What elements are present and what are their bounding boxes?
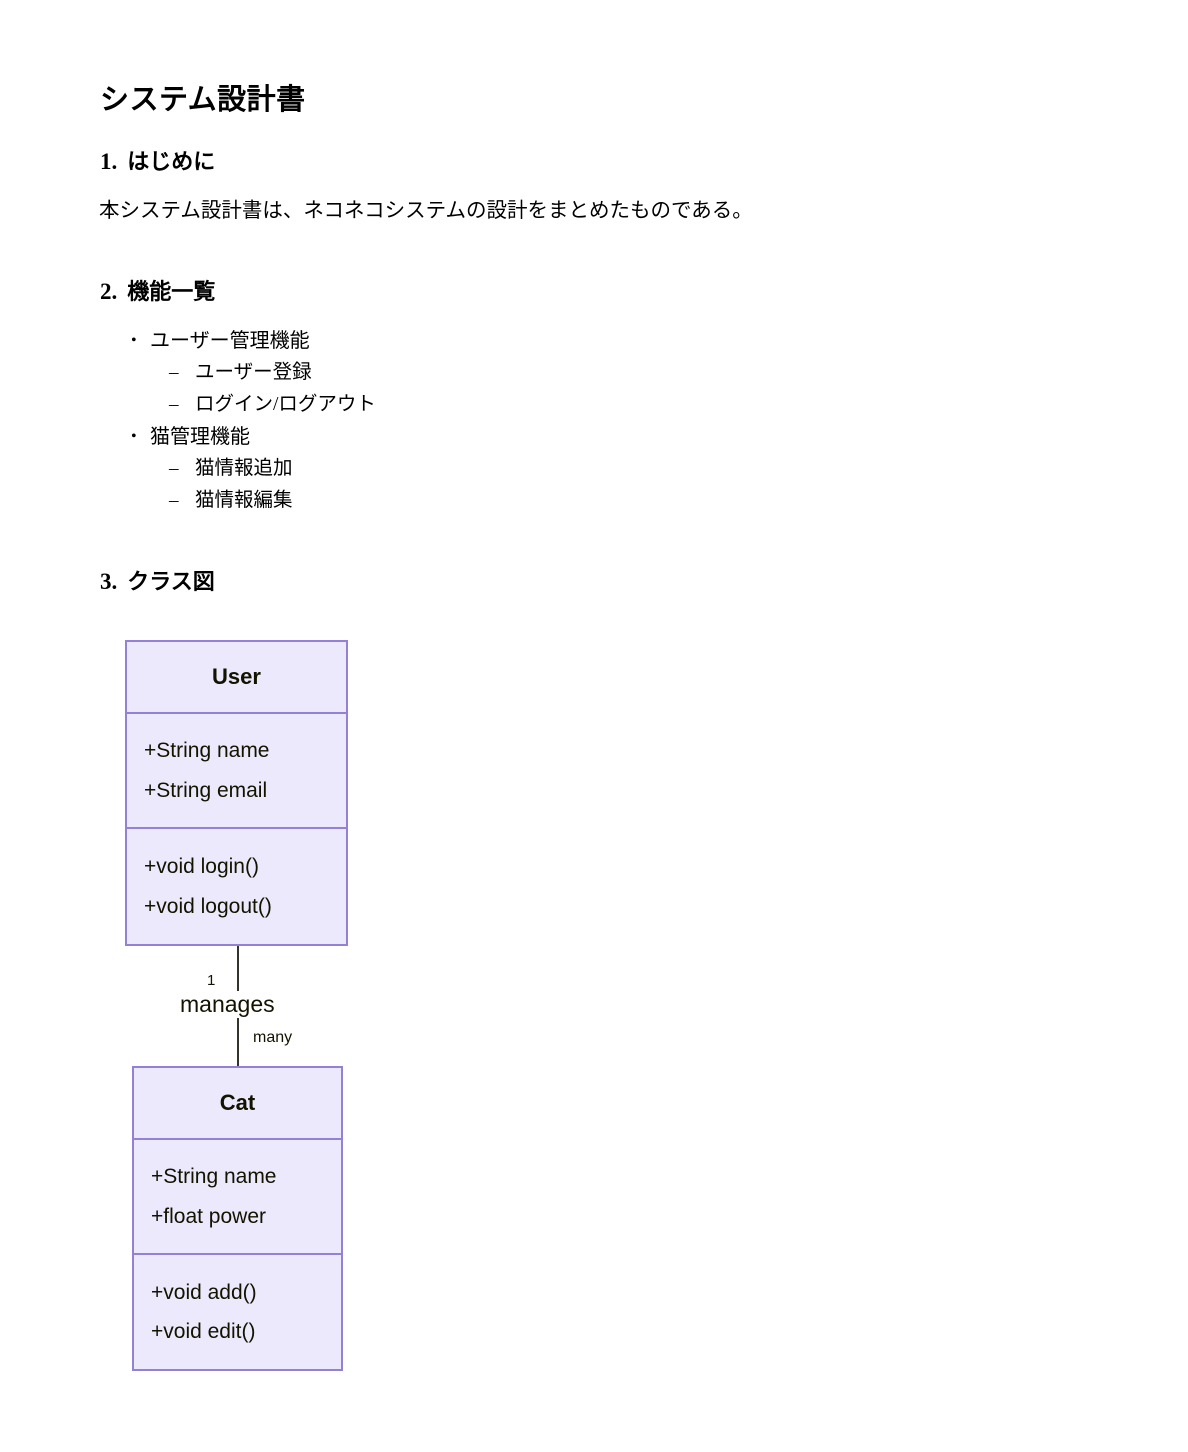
bullet-icon: •	[131, 428, 137, 445]
association-line-lower	[237, 1018, 239, 1066]
class-methods-user: +void login() +void logout()	[127, 829, 346, 944]
class-attributes-user: +String name +String email	[127, 714, 346, 829]
section-title-2: 機能一覧	[127, 280, 216, 305]
list-item-label: 猫情報編集	[195, 490, 293, 511]
section-number-1: 1.	[100, 149, 118, 174]
bullet-icon: •	[131, 332, 137, 349]
class-name-cat: Cat	[134, 1068, 341, 1140]
list-item: – ユーザー登録	[0, 357, 700, 389]
dash-icon: –	[169, 490, 179, 511]
section-heading-2: 2. 機能一覧	[100, 278, 215, 306]
dash-icon: –	[169, 394, 179, 415]
attribute-line: +String email	[144, 778, 268, 802]
list-item: • 猫管理機能	[0, 421, 700, 453]
dash-icon: –	[169, 458, 179, 479]
section-title-3: クラス図	[127, 570, 215, 595]
section-heading-3: 3. クラス図	[100, 568, 215, 596]
attribute-line: +float power	[151, 1204, 266, 1228]
association-multiplicity-target: many	[253, 1029, 293, 1046]
method-line: +void login()	[144, 855, 259, 879]
method-line: +void add()	[151, 1280, 257, 1304]
association-label: manages	[180, 991, 275, 1017]
class-methods-cat: +void add() +void edit()	[134, 1255, 341, 1369]
feature-list: • ユーザー管理機能 – ユーザー登録 – ログイン/ログアウト • 猫管理機能…	[0, 325, 700, 517]
list-item: • ユーザー管理機能	[0, 325, 700, 357]
dash-icon: –	[169, 362, 179, 383]
class-box-user: User +String name +String email +void lo…	[125, 640, 348, 946]
attribute-line: +String name	[144, 739, 270, 763]
list-item-label: ユーザー管理機能	[150, 330, 310, 352]
class-name-user: User	[127, 642, 346, 714]
method-line: +void logout()	[144, 894, 272, 918]
list-item: – 猫情報追加	[0, 453, 700, 485]
section-number-3: 3.	[100, 569, 118, 594]
attribute-line: +String name	[151, 1165, 277, 1189]
class-box-cat: Cat +String name +float power +void add(…	[132, 1066, 343, 1371]
intro-paragraph: 本システム設計書は、ネコネコシステムの設計をまとめたものである。	[99, 200, 753, 222]
association-multiplicity-source: 1	[207, 972, 216, 989]
list-item: – 猫情報編集	[0, 485, 700, 517]
section-heading-1: 1. はじめに	[100, 148, 215, 176]
list-item-label: ログイン/ログアウト	[195, 394, 376, 415]
method-line: +void edit()	[151, 1320, 256, 1343]
section-title-1: はじめに	[127, 150, 216, 175]
section-number-2: 2.	[100, 279, 118, 304]
page-title: システム設計書	[100, 82, 306, 116]
list-item-label: 猫管理機能	[150, 426, 250, 448]
list-item: – ログイン/ログアウト	[0, 389, 700, 421]
association-line-upper	[237, 946, 239, 991]
list-item-label: 猫情報追加	[195, 458, 293, 479]
list-item-label: ユーザー登録	[195, 362, 312, 383]
class-attributes-cat: +String name +float power	[134, 1140, 341, 1255]
